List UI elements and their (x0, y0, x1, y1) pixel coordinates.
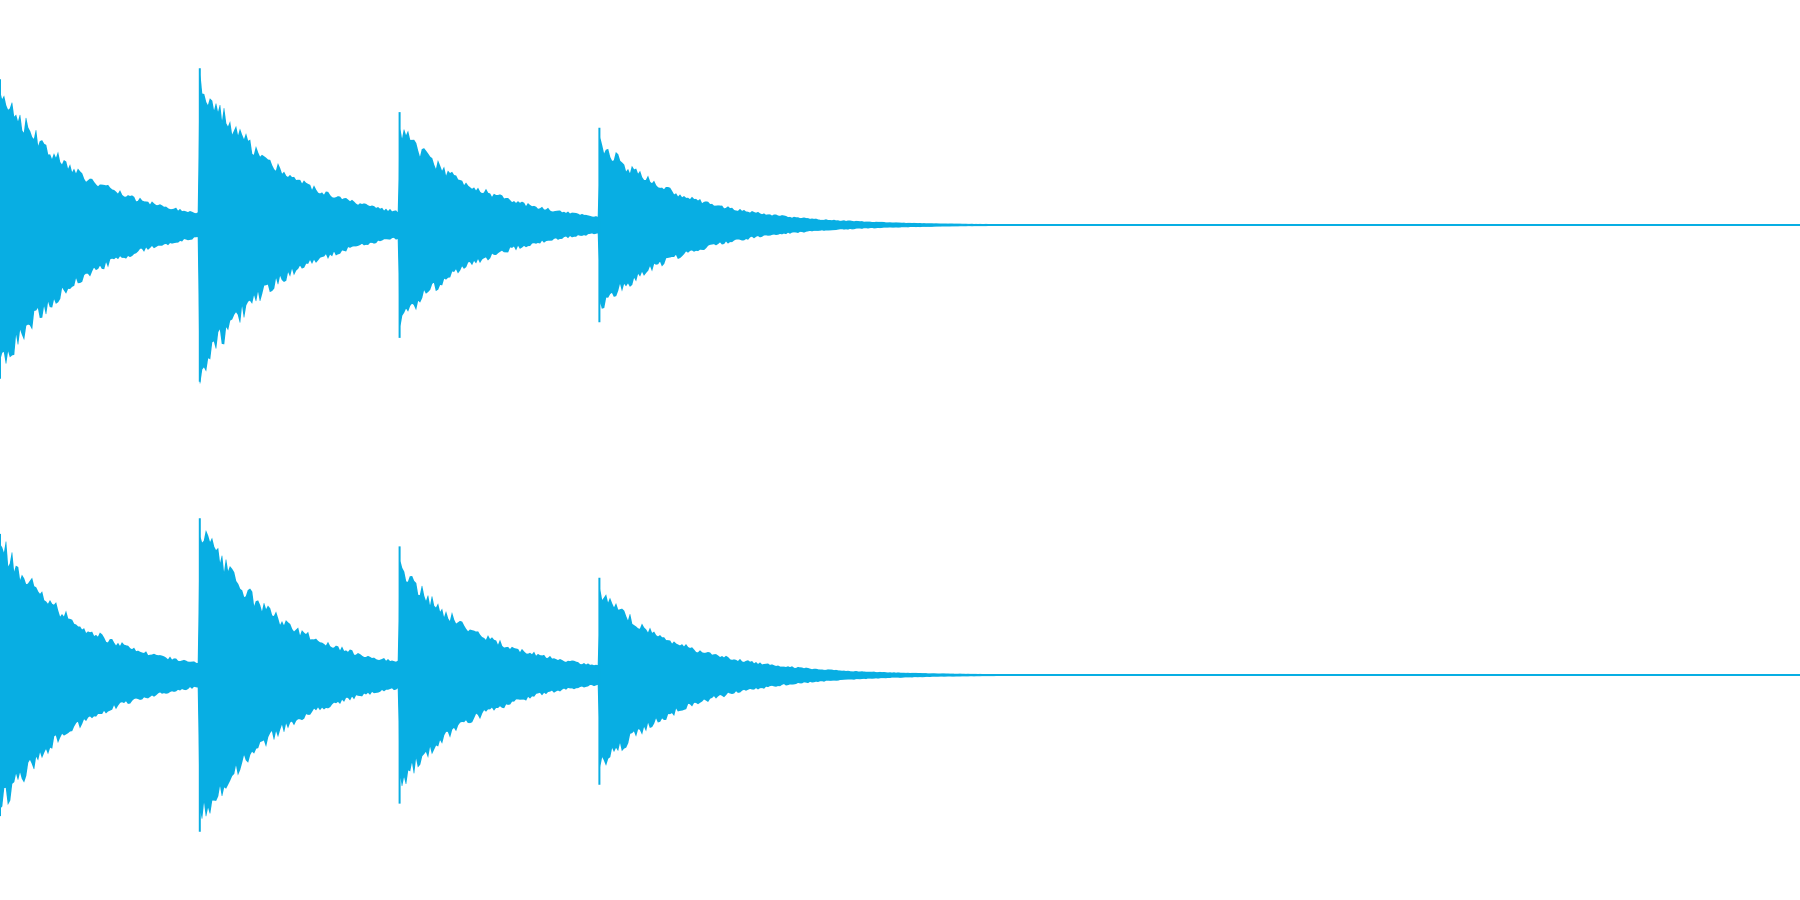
channel-2-waveform (0, 518, 1800, 832)
channel-1-envelope (0, 72, 1800, 384)
channel-1-waveform (0, 68, 1800, 384)
